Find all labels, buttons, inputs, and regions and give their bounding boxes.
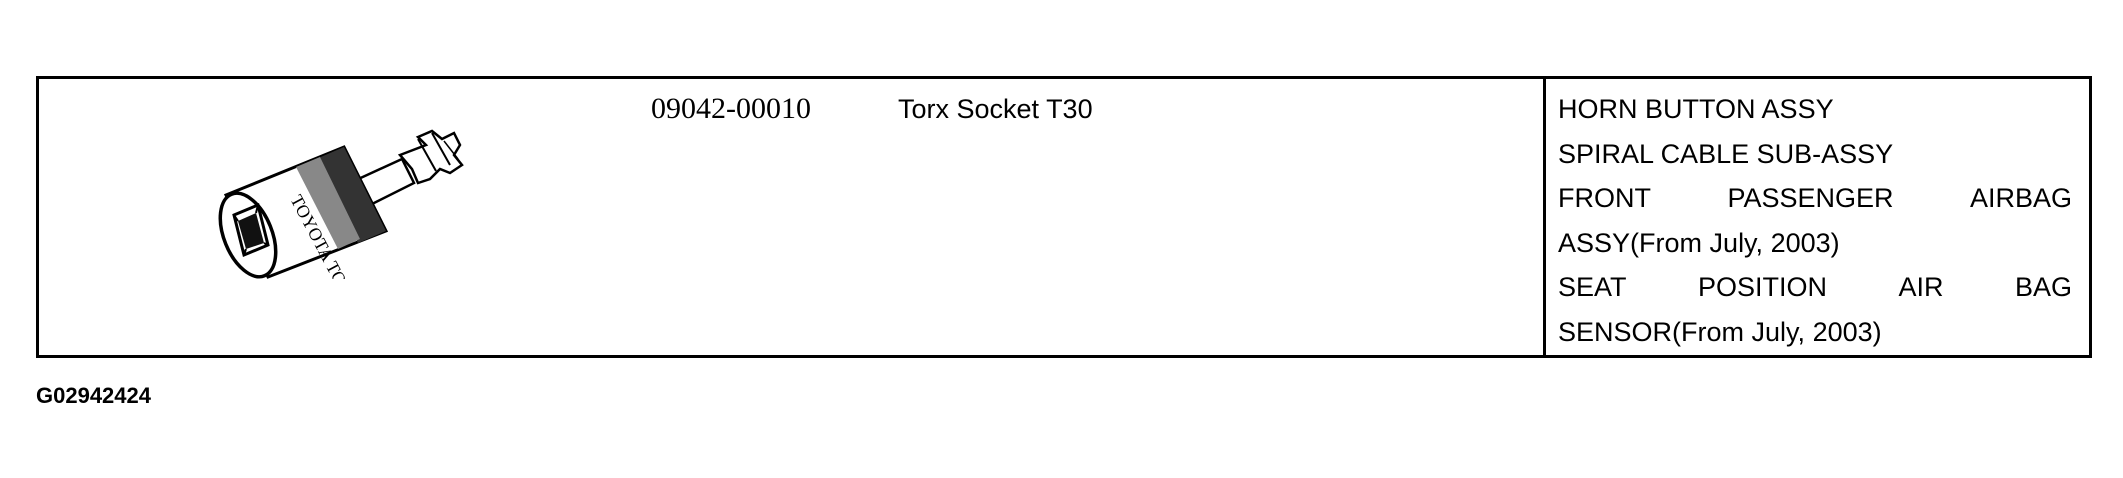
application-word: AIRBAG: [1969, 183, 2072, 214]
application-word: SUB-ASSY: [1756, 138, 1894, 169]
application-word: ASSY(From: [1558, 227, 1703, 258]
part-number: 09042-00010: [651, 92, 811, 125]
application-word: FRONT: [1558, 183, 1651, 214]
application-word: BAG: [2014, 272, 2072, 303]
application-line: FRONT PASSENGER AIRBAG: [1558, 176, 2072, 221]
application-word: PASSENGER: [1727, 183, 1894, 214]
application-line: SPIRAL CABLE SUB-ASSY: [1558, 132, 2072, 177]
application-word: CABLE: [1660, 138, 1750, 169]
application-line: ASSY(From July, 2003): [1558, 221, 2072, 266]
special-tool-table: TOYOTA TORX 09042-00010 Torx Socket T30 …: [36, 76, 2092, 358]
application-word: SPIRAL: [1558, 138, 1654, 169]
application-word: HORN: [1558, 94, 1638, 124]
torx-socket-icon: TOYOTA TORX: [218, 129, 464, 279]
application-word: AIR: [1898, 272, 1944, 303]
figure-code: G02942424: [36, 383, 151, 408]
application-word: ASSY: [1761, 94, 1834, 124]
application-word: 2003): [1770, 227, 1840, 258]
application-word: 2003): [1812, 316, 1882, 347]
application-word: SENSOR(From: [1558, 316, 1745, 347]
application-word: July,: [1751, 316, 1806, 347]
application-line: SEAT POSITION AIR BAG: [1558, 265, 2072, 310]
application-word: July,: [1709, 227, 1764, 258]
part-name: Torx Socket T30: [898, 94, 1093, 124]
application-word: SEAT: [1558, 272, 1627, 303]
application-line: HORN BUTTON ASSY: [1558, 87, 2072, 132]
application-word: BUTTON: [1645, 94, 1756, 124]
application-line: SENSOR(From July, 2003): [1558, 310, 2072, 355]
column-divider: [1543, 79, 1546, 355]
application-word: POSITION: [1697, 272, 1827, 303]
